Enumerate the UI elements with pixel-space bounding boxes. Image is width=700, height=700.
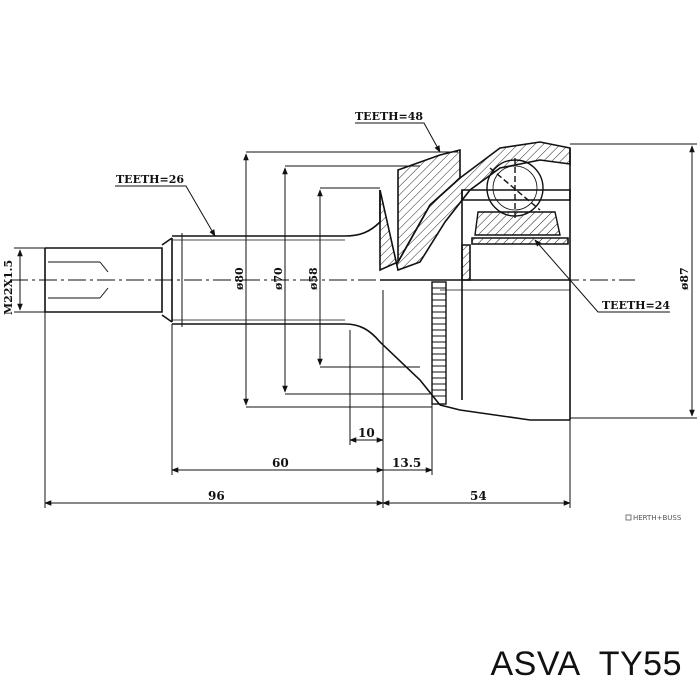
watermark-text: HERTH+BUSS [633, 514, 682, 522]
part-number: TY55 [598, 645, 682, 683]
product-caption: ASVA TY55 [490, 645, 682, 684]
length-label-54: 54 [470, 489, 487, 503]
length-label-10: 10 [358, 426, 375, 440]
brand-name: ASVA [490, 645, 579, 683]
brand-logo-mark: HERTH+BUSS [625, 514, 682, 522]
diameter-dimensions [14, 143, 697, 419]
outer-body-lower [380, 148, 571, 421]
ball-cage [474, 158, 561, 236]
outer-bell-housing [379, 141, 571, 281]
length-label-13-5: 13.5 [392, 456, 421, 470]
diameter-label-80: ø80 [233, 267, 246, 290]
length-label-60: 60 [272, 456, 289, 470]
diameter-label-58: ø58 [307, 267, 320, 290]
threaded-stub [44, 237, 173, 323]
length-dimensions [44, 290, 571, 508]
logo-icon [625, 514, 632, 521]
teeth-label-inner: TEETH=24 [602, 299, 670, 312]
leader-lines [115, 122, 670, 313]
abs-ring [431, 281, 447, 405]
thread-label: M22X1.5 [2, 260, 15, 315]
teeth-label-abs: TEETH=48 [355, 110, 423, 123]
diameter-label-70: ø70 [272, 267, 285, 290]
diameter-label-87: ø87 [678, 267, 691, 290]
splined-shaft [171, 190, 441, 406]
teeth-label-shaft: TEETH=26 [116, 173, 184, 186]
length-label-96: 96 [208, 489, 225, 503]
